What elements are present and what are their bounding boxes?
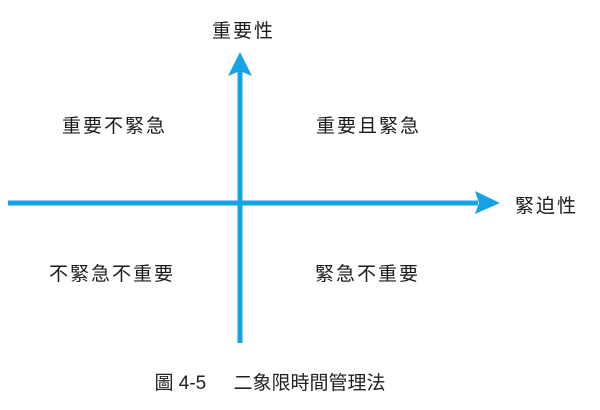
y-axis-arrow-icon: [228, 52, 252, 76]
figure-caption-text: 二象限時間管理法: [233, 373, 386, 394]
y-axis-label: 重要性: [212, 20, 276, 42]
quadrant-top-left: 重要不緊急: [62, 115, 168, 137]
x-axis-label: 緊迫性: [515, 195, 579, 217]
x-axis-arrow-icon: [475, 191, 500, 214]
quadrant-top-right: 重要且緊急: [316, 115, 422, 137]
figure-number: 圖 4-5: [154, 373, 207, 394]
quadrant-bottom-left: 不緊急不重要: [49, 263, 176, 285]
quadrant-bottom-right: 緊急不重要: [315, 263, 421, 285]
figure-caption: 圖 4-5 二象限時間管理法: [0, 368, 540, 395]
